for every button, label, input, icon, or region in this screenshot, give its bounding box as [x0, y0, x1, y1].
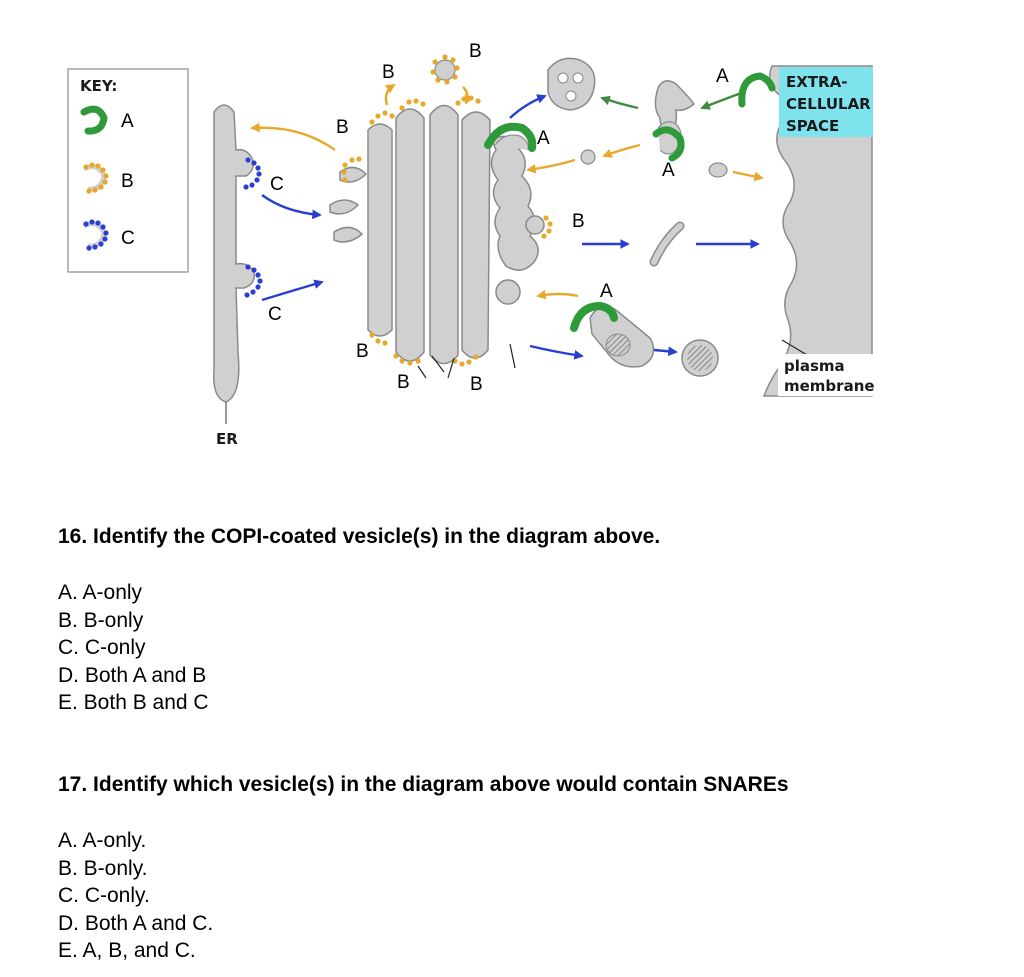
arrow-dense-to-granule — [653, 346, 678, 357]
q17-option-b: B. B-only. — [58, 856, 148, 880]
endosome — [547, 57, 596, 111]
secretory-granule — [681, 339, 719, 377]
svg-text:plasma: plasma — [784, 357, 845, 375]
q16-option-e: E. Both B and C — [58, 691, 209, 714]
question-16-options: A. A-only B. B-only C. C-only D. Both A … — [58, 579, 209, 717]
arrow-er-to-golgi-upper — [261, 194, 322, 220]
er-bud-c-lower — [244, 264, 263, 298]
tgn-clathrin-bud-top — [484, 122, 537, 152]
golgi-stack — [329, 104, 545, 365]
label-b-tgn: B — [572, 211, 585, 232]
q17-option-e: E. A, B, and C. — [58, 939, 196, 962]
label-b-cis: B — [336, 117, 349, 138]
label-a-endocytic: A — [662, 160, 675, 181]
er-bud-c-upper — [243, 157, 262, 190]
svg-text:SPACE: SPACE — [786, 117, 839, 135]
arrow-tgn-to-dense-vesicle — [529, 344, 584, 360]
arrow-vesicle-to-tgn — [526, 158, 576, 174]
label-b-bottom-right: B — [470, 374, 483, 395]
extracellular-label: EXTRA- CELLULAR SPACE — [779, 67, 873, 137]
endocytic-vesicle-cluster — [652, 80, 696, 162]
q16-option-b: B. B-only — [58, 608, 144, 632]
arrow-endocytic-to-endosome — [600, 95, 639, 110]
golgi-copi-coats — [341, 95, 553, 367]
copi-vesicle-top — [430, 54, 460, 85]
key-coat-c-icon — [82, 219, 109, 251]
recycling-vesicle — [580, 149, 596, 165]
key-coat-b-icon — [82, 162, 109, 194]
question-17: 17. Identify which vesicle(s) in the dia… — [58, 773, 789, 796]
q17-option-a: A. A-only. — [58, 829, 147, 852]
arrow-copi-up-left — [384, 83, 396, 106]
arrow-pm-to-endocytic — [700, 90, 745, 110]
arrow-to-tgn-lower — [536, 289, 579, 300]
er-label: ER — [216, 430, 238, 448]
q17-option-d: D. Both A and C. — [58, 911, 214, 935]
arrow-endocytic-to-vesicle — [602, 143, 641, 158]
label-c-lower: C — [268, 304, 282, 325]
svg-text:membrane: membrane — [784, 377, 875, 395]
q16-option-d: D. Both A and B — [58, 663, 207, 687]
svg-text:CELLULAR: CELLULAR — [786, 95, 871, 113]
key-title: KEY: — [80, 77, 117, 95]
key-label-c: C — [121, 228, 135, 249]
q17-option-c: C. C-only. — [58, 884, 150, 907]
dense-core-vesicle — [570, 301, 655, 368]
label-b-top-left: B — [382, 62, 395, 83]
label-b-bottom-mid: B — [397, 372, 410, 393]
arrow-golgi-to-er — [250, 122, 336, 151]
exocytic-vesicle — [708, 162, 728, 178]
label-a-pm: A — [716, 66, 729, 87]
key-coat-a-icon — [80, 105, 108, 135]
q16-option-c: C. C-only — [58, 636, 146, 659]
key-box: KEY: A B C — [67, 68, 189, 273]
arrow-copi-down-right — [462, 86, 474, 105]
vesicle-transport-diagram: KEY: A B C ER — [67, 41, 875, 448]
label-c-upper: C — [270, 174, 284, 195]
question-16: 16. Identify the COPI-coated vesicle(s) … — [58, 525, 661, 548]
label-a-lower: A — [600, 281, 613, 302]
label-b-top-right: B — [469, 41, 482, 62]
arrow-er-to-golgi-lower — [261, 279, 324, 302]
svg-text:EXTRA-: EXTRA- — [786, 73, 847, 91]
q16-option-a: A. A-only — [58, 581, 143, 604]
er-membrane: ER — [213, 104, 256, 448]
label-b-bottom-left: B — [356, 341, 369, 362]
question-17-options: A. A-only. B. B-only. C. C-only. D. Both… — [58, 827, 213, 965]
plasma-membrane-label: plasma membrane — [778, 339, 875, 396]
arrow-to-pm-upper — [732, 170, 764, 182]
key-label-b: B — [121, 171, 134, 192]
key-label-a: A — [121, 111, 134, 132]
arrow-tgn-to-endosome — [509, 94, 547, 119]
label-a-tgn: A — [537, 128, 550, 149]
